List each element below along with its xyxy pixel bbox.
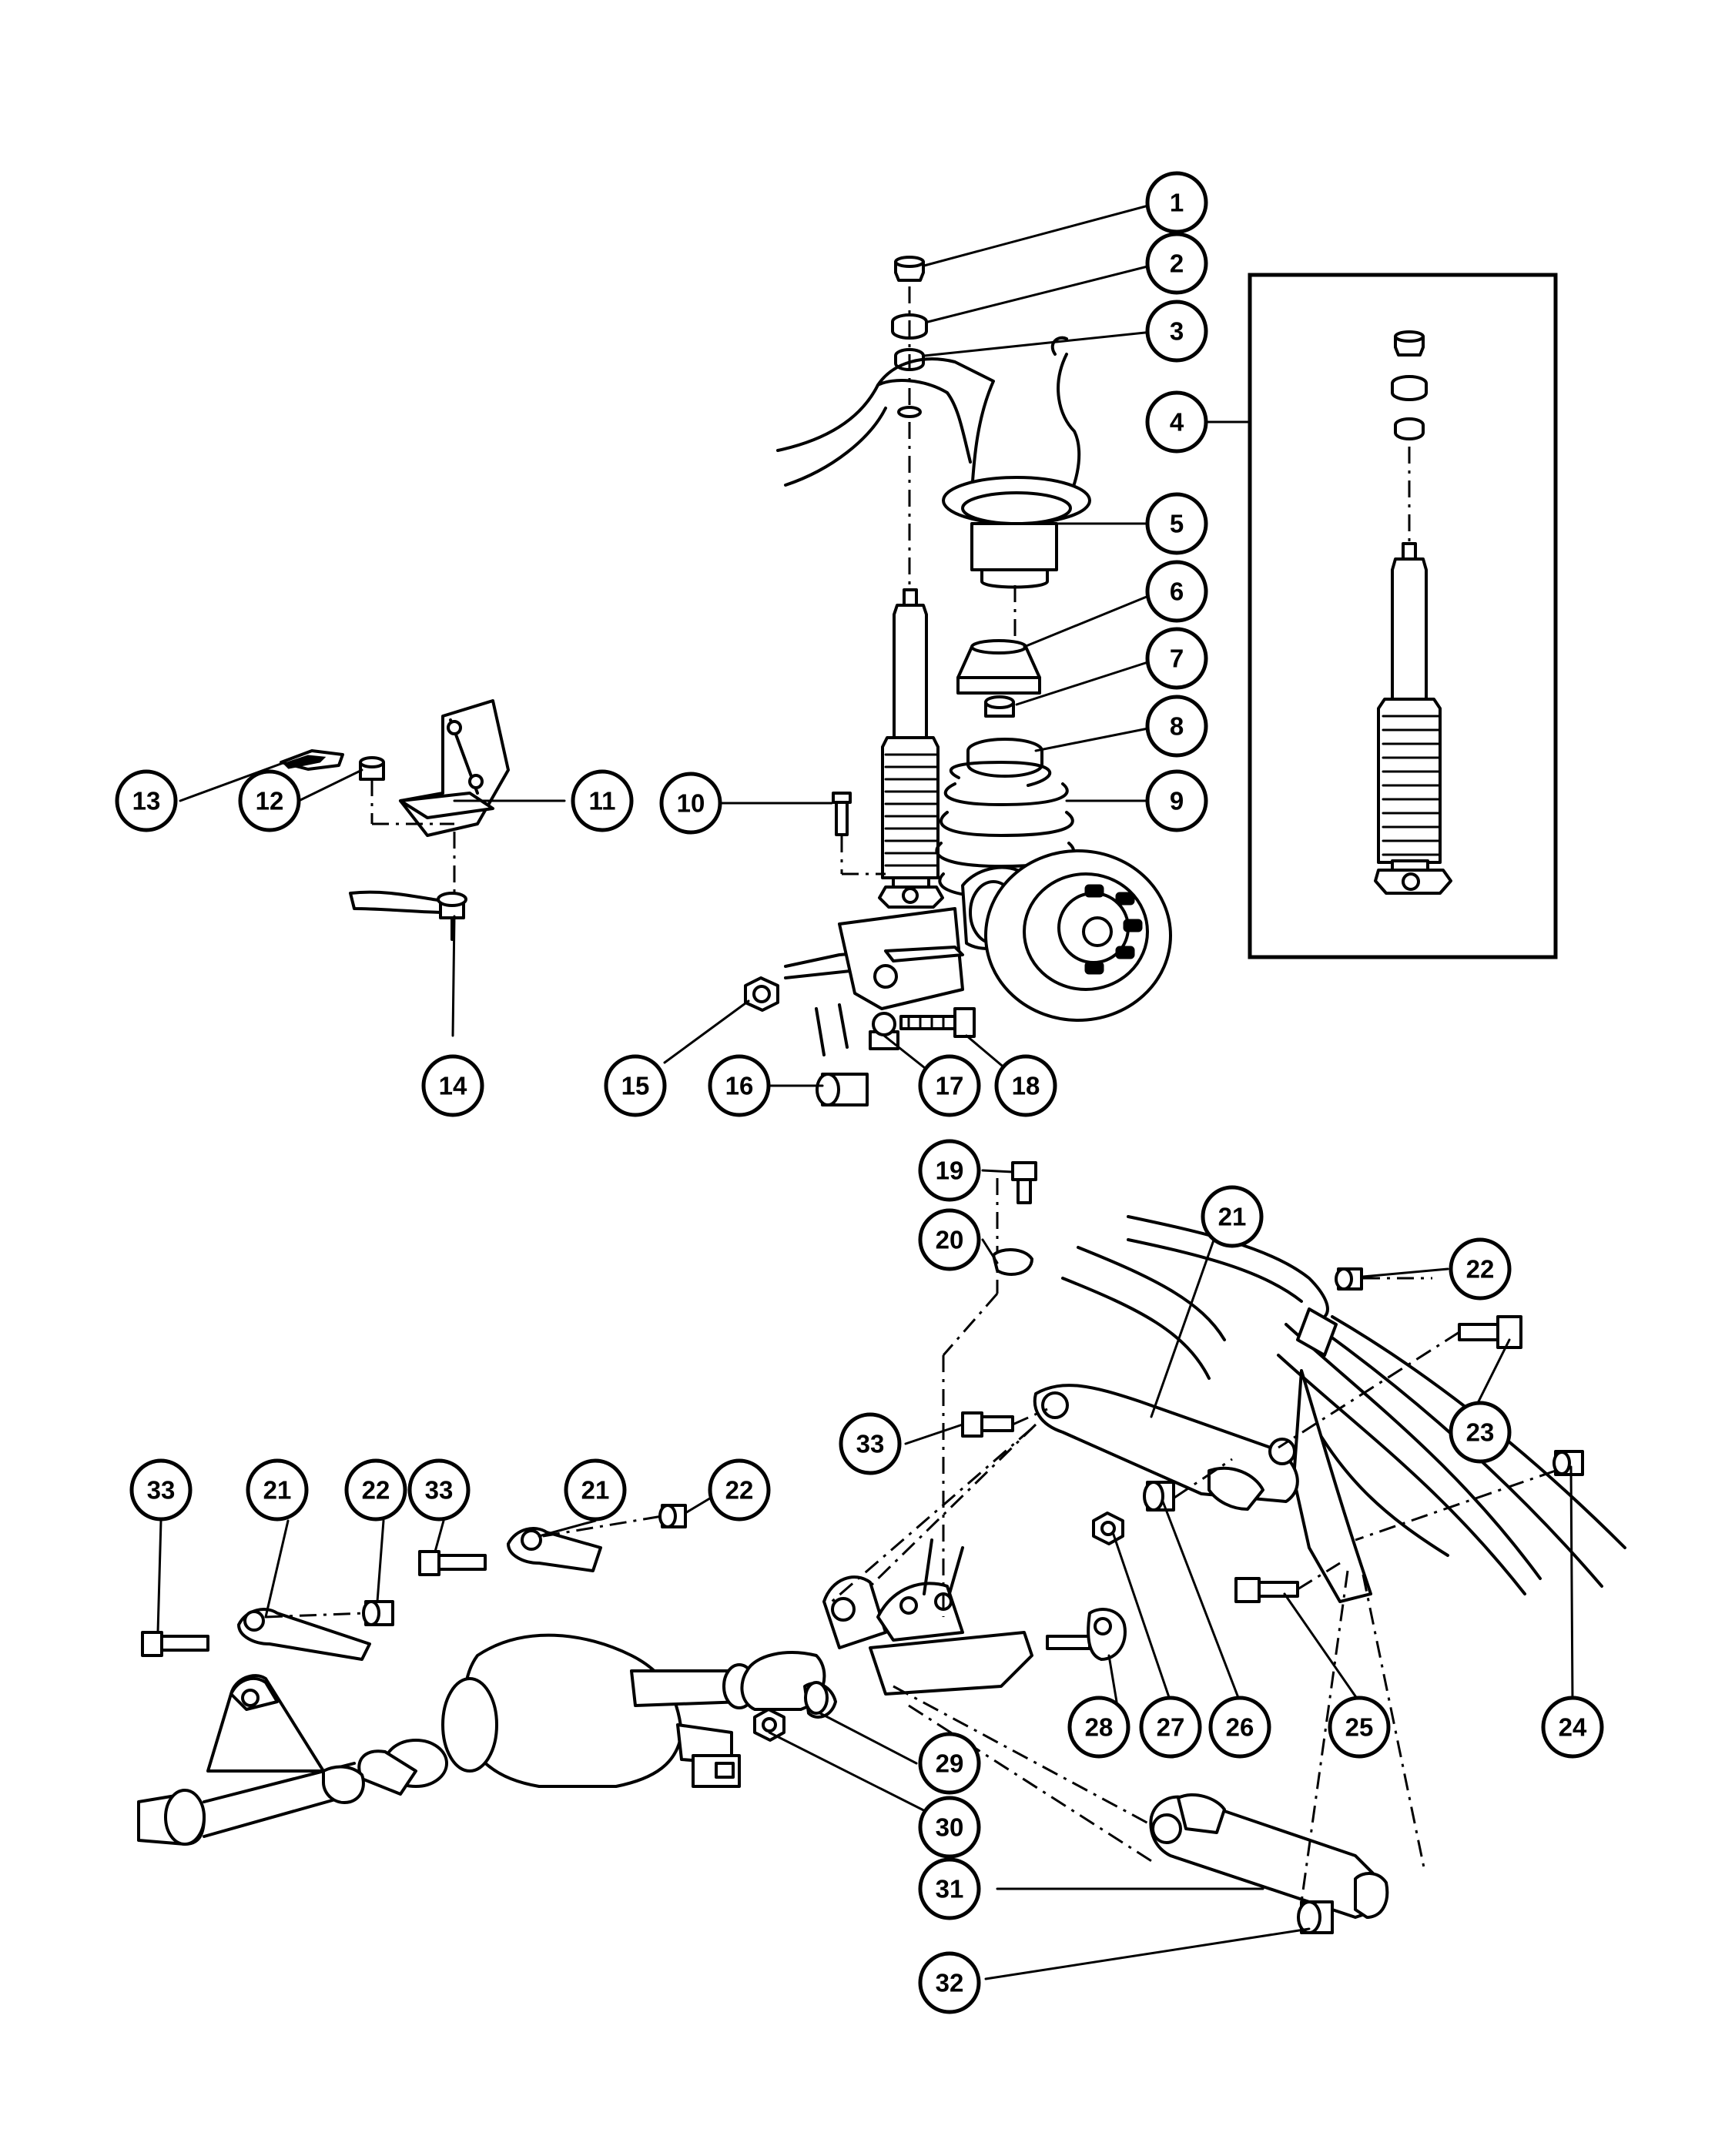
svg-text:11: 11 — [589, 787, 616, 815]
callout-7: 7 — [1145, 627, 1208, 690]
svg-text:24: 24 — [1559, 1713, 1587, 1742]
svg-text:10: 10 — [677, 789, 705, 818]
svg-text:5: 5 — [1170, 510, 1184, 538]
callout-19: 19 — [918, 1139, 981, 1202]
svg-text:19: 19 — [936, 1157, 964, 1185]
svg-text:33: 33 — [425, 1476, 454, 1505]
svg-text:21: 21 — [263, 1476, 292, 1505]
callout-22-middle: 22 — [708, 1458, 771, 1522]
callout-4: 4 — [1145, 390, 1208, 454]
callout-22-left: 22 — [344, 1458, 407, 1522]
callout-6: 6 — [1145, 560, 1208, 623]
callout-21-right: 21 — [1201, 1185, 1264, 1248]
callout-14: 14 — [421, 1054, 484, 1117]
svg-text:14: 14 — [439, 1072, 467, 1100]
svg-text:7: 7 — [1170, 644, 1184, 673]
steering-bracket-assembly — [280, 699, 510, 941]
svg-text:22: 22 — [1466, 1255, 1495, 1284]
leader-lines — [156, 201, 1574, 1980]
callout-32: 32 — [918, 1951, 981, 2014]
svg-text:26: 26 — [1226, 1713, 1254, 1742]
callout-21-middle: 21 — [564, 1458, 627, 1522]
shock-absorber-assembly — [776, 256, 1091, 909]
knuckle-hub-assembly — [744, 849, 1172, 1106]
svg-text:4: 4 — [1170, 408, 1184, 437]
callout-5: 5 — [1145, 492, 1208, 555]
svg-text:2: 2 — [1170, 249, 1184, 278]
svg-text:28: 28 — [1085, 1713, 1114, 1742]
callouts: 1 2 3 4 5 6 7 8 9 10 11 12 13 14 15 16 1… — [115, 171, 1604, 2014]
svg-text:25: 25 — [1345, 1713, 1374, 1742]
callout-33-right: 33 — [839, 1412, 902, 1475]
svg-text:15: 15 — [621, 1072, 650, 1100]
svg-text:3: 3 — [1170, 317, 1184, 346]
callout-1: 1 — [1145, 171, 1208, 234]
svg-text:30: 30 — [936, 1813, 964, 1842]
callout-33-middle: 33 — [407, 1458, 471, 1522]
svg-text:6: 6 — [1170, 578, 1184, 606]
callout-26: 26 — [1208, 1696, 1271, 1759]
svg-text:21: 21 — [581, 1476, 610, 1505]
svg-text:29: 29 — [936, 1749, 964, 1778]
callout-30: 30 — [918, 1796, 981, 1859]
callout-18: 18 — [994, 1054, 1057, 1117]
callout-25: 25 — [1328, 1696, 1391, 1759]
callout-2: 2 — [1145, 232, 1208, 295]
svg-text:18: 18 — [1012, 1072, 1040, 1100]
svg-text:8: 8 — [1170, 712, 1184, 741]
callout-3: 3 — [1145, 300, 1208, 363]
callout-16: 16 — [708, 1054, 771, 1117]
callout-10: 10 — [659, 772, 722, 835]
callout-31: 31 — [918, 1857, 981, 1920]
callout-15: 15 — [604, 1054, 667, 1117]
callout-29: 29 — [918, 1732, 981, 1795]
callout-9: 9 — [1145, 769, 1208, 832]
svg-text:22: 22 — [725, 1476, 754, 1505]
svg-text:23: 23 — [1466, 1418, 1495, 1447]
callout-12: 12 — [238, 769, 301, 832]
svg-text:21: 21 — [1218, 1203, 1247, 1231]
svg-text:33: 33 — [856, 1430, 885, 1458]
svg-text:27: 27 — [1157, 1713, 1185, 1742]
inset-box — [1248, 273, 1558, 959]
callout-11: 11 — [571, 769, 634, 832]
callout-27: 27 — [1139, 1696, 1202, 1759]
svg-text:31: 31 — [936, 1875, 964, 1903]
svg-text:32: 32 — [936, 1969, 964, 1997]
svg-text:17: 17 — [936, 1072, 964, 1100]
callout-28: 28 — [1067, 1696, 1130, 1759]
callout-21-left: 21 — [246, 1458, 309, 1522]
svg-text:12: 12 — [256, 787, 284, 815]
svg-text:22: 22 — [362, 1476, 390, 1505]
svg-text:16: 16 — [725, 1072, 754, 1100]
callout-13: 13 — [115, 769, 178, 832]
callout-24: 24 — [1541, 1696, 1604, 1759]
callout-20: 20 — [918, 1208, 981, 1271]
callout-17: 17 — [918, 1054, 981, 1117]
callout-8: 8 — [1145, 695, 1208, 758]
callout-22-right: 22 — [1449, 1237, 1512, 1301]
svg-text:1: 1 — [1170, 189, 1184, 217]
svg-text:20: 20 — [936, 1226, 964, 1254]
svg-text:13: 13 — [132, 787, 161, 815]
svg-text:9: 9 — [1170, 787, 1184, 815]
callout-33-left: 33 — [129, 1458, 193, 1522]
callout-23: 23 — [1449, 1401, 1512, 1464]
rear-axle-assembly — [137, 1161, 1626, 1934]
svg-text:33: 33 — [147, 1476, 176, 1505]
